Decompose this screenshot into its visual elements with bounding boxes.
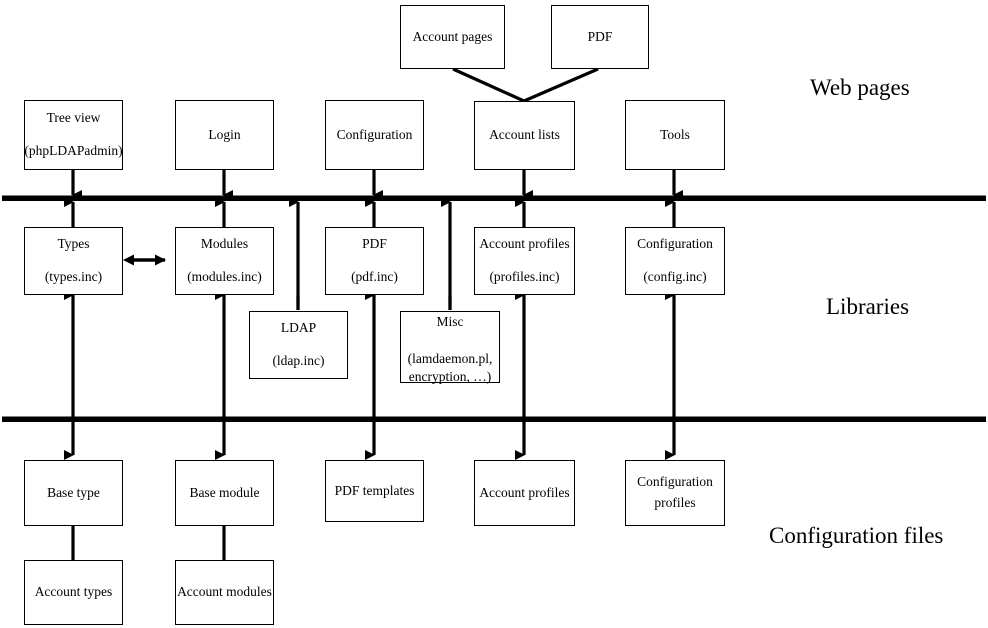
node-configuration-page-label: Configuration [336, 126, 413, 142]
node-configuration-lib-sublabel: (config.inc) [643, 269, 707, 284]
node-misc-lib-sublabel: (lamdaemon.pl, [407, 350, 493, 366]
library-to-bar-arrows [64, 197, 676, 227]
ldap-misc-stems [296, 296, 452, 310]
node-tree-view[interactable]: Tree view (phpLDAPadmin) [24, 100, 123, 170]
converging-connectors [452, 67, 599, 103]
node-modules-lib-label: Modules [200, 236, 249, 252]
node-account-profiles-files[interactable]: Account profiles [474, 460, 575, 526]
node-tools[interactable]: Tools [625, 100, 725, 170]
node-pdf-page[interactable]: PDF [551, 5, 649, 69]
node-account-pages[interactable]: Account pages [400, 5, 505, 69]
node-account-lists[interactable]: Account lists [474, 101, 575, 170]
configfile-to-subfile-connectors [71, 525, 226, 560]
node-tree-view-label: Tree view [46, 110, 101, 126]
node-pdf-lib-sublabel: (pdf.inc) [351, 269, 398, 284]
node-pdf-lib-label: PDF [362, 236, 387, 252]
webpage-to-bar-arrows [71, 170, 683, 200]
node-account-profiles-lib-label: Account profiles [479, 236, 570, 252]
node-account-lists-label: Account lists [489, 127, 560, 143]
node-types-lib[interactable]: Types (types.inc) [24, 227, 123, 295]
node-account-modules[interactable]: Account modules [175, 560, 274, 625]
node-misc-lib-label: Misc [436, 314, 464, 329]
node-configuration-lib[interactable]: Configuration (config.inc) [625, 227, 725, 295]
node-account-profiles-lib[interactable]: Account profiles (profiles.inc) [474, 227, 575, 295]
node-tree-view-sublabel: (phpLDAPadmin) [24, 143, 123, 158]
node-account-profiles-lib-sublabel: (profiles.inc) [489, 269, 560, 284]
node-types-lib-label: Types [57, 236, 90, 252]
band-label-configuration-files: Configuration files [769, 523, 944, 548]
node-tools-label: Tools [660, 126, 690, 142]
band-label-libraries: Libraries [826, 294, 910, 319]
node-login[interactable]: Login [175, 100, 274, 170]
node-ldap-lib-sublabel: (ldap.inc) [272, 353, 325, 368]
node-types-lib-sublabel: (types.inc) [44, 269, 103, 284]
node-modules-lib[interactable]: Modules (modules.inc) [175, 227, 274, 295]
node-pdf-templates-label: PDF templates [334, 482, 415, 498]
node-base-type-label: Base type [47, 484, 100, 500]
node-misc-lib-sublabel2: encryption, …) [408, 368, 492, 384]
node-login-label: Login [208, 126, 241, 142]
band-separator-bar-bottom [2, 416, 986, 422]
node-configuration-profiles-files[interactable]: Configuration profiles [625, 460, 725, 526]
node-configuration-lib-label: Configuration [637, 236, 713, 252]
node-account-pages-label: Account pages [412, 28, 493, 44]
node-pdf-page-label: PDF [587, 28, 613, 44]
band-label-web-pages: Web pages [810, 75, 910, 100]
node-modules-lib-sublabel: (modules.inc) [187, 269, 262, 284]
node-configuration-profiles-files-sublabel: profiles [654, 495, 696, 510]
node-ldap-lib-label: LDAP [280, 320, 317, 336]
node-misc-lib[interactable]: Misc (lamdaemon.pl, encryption, …) [400, 311, 500, 384]
node-ldap-lib[interactable]: LDAP (ldap.inc) [249, 311, 348, 379]
node-pdf-templates[interactable]: PDF templates [325, 460, 424, 522]
library-to-configfile-arrows [64, 290, 676, 460]
node-base-module-label: Base module [189, 484, 260, 500]
band-separator-bar-top [2, 195, 986, 201]
node-account-profiles-files-label: Account profiles [479, 484, 570, 500]
node-base-type[interactable]: Base type [24, 460, 123, 526]
node-configuration-page[interactable]: Configuration [325, 100, 424, 170]
node-account-types[interactable]: Account types [24, 560, 123, 625]
node-pdf-lib[interactable]: PDF (pdf.inc) [325, 227, 424, 295]
node-configuration-profiles-files-label: Configuration [637, 474, 713, 490]
node-base-module[interactable]: Base module [175, 460, 274, 526]
node-account-types-label: Account types [34, 584, 113, 600]
node-account-modules-label: Account modules [177, 584, 272, 600]
